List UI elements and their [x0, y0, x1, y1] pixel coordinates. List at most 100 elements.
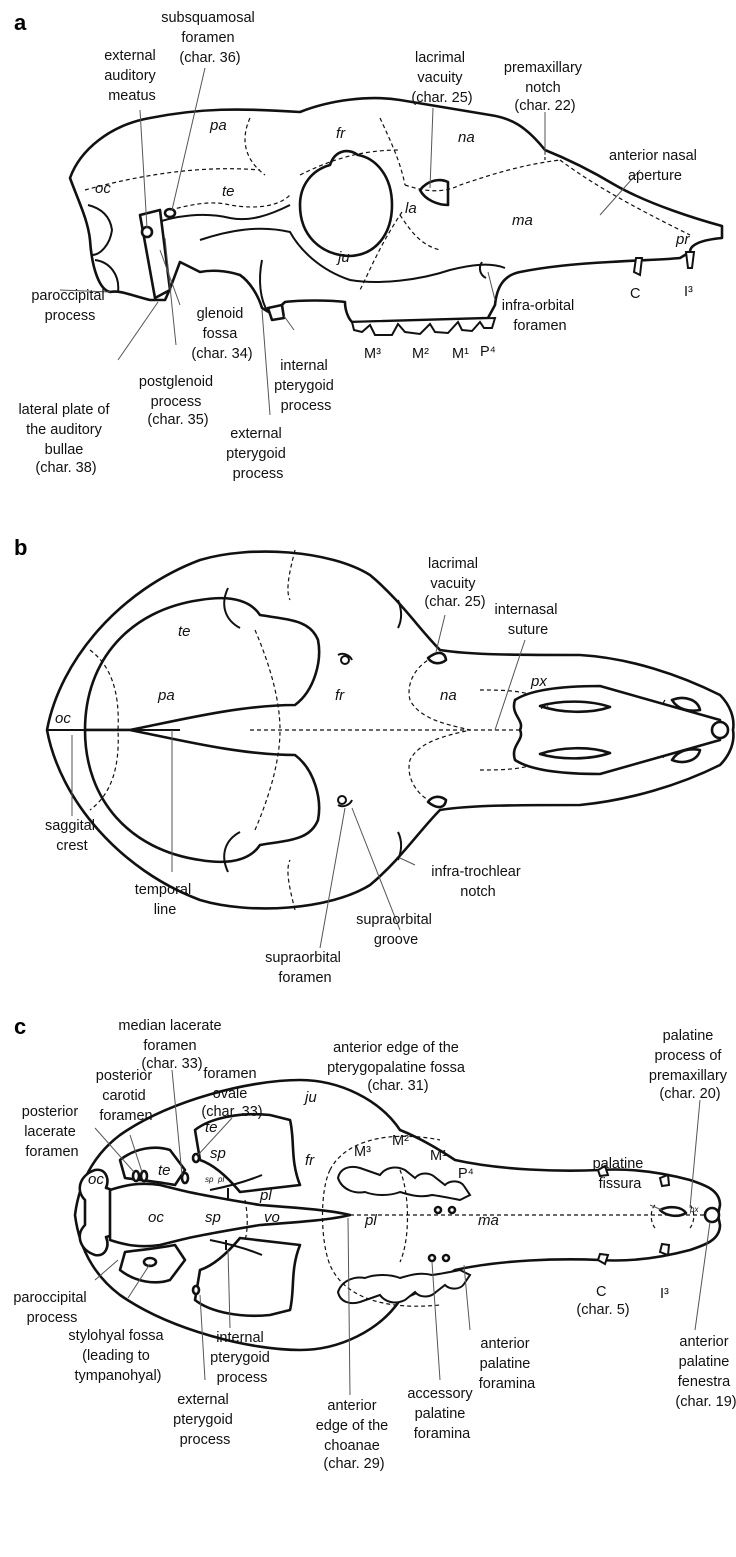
- tooth-M2-c: M²: [392, 1133, 409, 1149]
- abbr-fr-c: fr: [305, 1152, 315, 1169]
- panel-b-letter: b: [14, 535, 27, 560]
- abbr-vo-c: vo: [264, 1209, 280, 1226]
- label-temporal-line: temporal line: [135, 882, 195, 918]
- label-median-lacerate: median lacerate foramen (char. 33): [118, 1018, 225, 1072]
- abbr-te: te: [222, 183, 235, 200]
- label-internal-pterygoid-a: internal pterygoid process: [274, 358, 338, 414]
- molar-row: [352, 318, 495, 335]
- label-accessory-palatine: accessory palatine foramina: [407, 1386, 476, 1442]
- label-premaxillary-notch: premaxillary notch (char. 22): [504, 60, 586, 114]
- label-posterior-carotid: posterior carotid foramen: [96, 1068, 156, 1124]
- label-anterior-pterygopalatine: anterior edge of the pterygopalatine fos…: [327, 1040, 469, 1094]
- label-paroccipital-c: paroccipital process: [13, 1290, 90, 1326]
- abbr-na: na: [458, 129, 475, 146]
- tooth-C-c: C: [596, 1284, 606, 1300]
- abbr-ju: ju: [336, 249, 350, 266]
- abbr-sp-c1: sp: [210, 1145, 226, 1162]
- panel-a-letter: a: [14, 10, 27, 35]
- panel-c-letter: c: [14, 1014, 26, 1039]
- abbr-oc-b: oc: [55, 710, 71, 727]
- label-lacrimal-vacuity-a: lacrimal vacuity (char. 25): [411, 50, 472, 106]
- abbr-vo-b: vo: [540, 702, 549, 711]
- label-anterior-choanae: anterior edge of the choanae (char. 29): [316, 1398, 393, 1472]
- abbr-oc-c2: oc: [148, 1209, 164, 1226]
- label-posterior-lacerate: posterior lacerate foramen: [22, 1104, 82, 1160]
- tooth-I3-a: I³: [684, 284, 693, 300]
- foramen-ovale-bottom: [193, 1286, 199, 1294]
- label-internal-pterygoid-c: internal pterygoid process: [210, 1330, 274, 1386]
- abbr-pl-c2: pl: [364, 1212, 377, 1229]
- tooth-M3-a: M³: [364, 346, 381, 362]
- palatine-foramen-2: [449, 1207, 455, 1213]
- posterior-lacerate-foramen-shape: [133, 1171, 139, 1181]
- abbr-sp-c2: sp: [205, 1209, 221, 1226]
- abbr-la: la: [405, 200, 417, 217]
- abbr-ma: ma: [512, 212, 533, 229]
- label-glenoid-fossa: glenoid fossa (char. 34): [191, 306, 252, 362]
- abbr-sp-small: sp: [205, 1175, 214, 1184]
- label-anterior-palatine-foramina: anterior palatine foramina: [479, 1336, 536, 1392]
- tooth-M1-a: M¹: [452, 346, 469, 362]
- canine-a: [634, 258, 642, 275]
- label-external-pterygoid-c: external pterygoid process: [173, 1392, 237, 1448]
- abbr-ma-c: ma: [478, 1212, 499, 1229]
- tooth-M1-c: M¹: [430, 1148, 447, 1164]
- canine-bottom-c: [598, 1254, 608, 1264]
- abbr-pr: pr: [675, 231, 690, 248]
- label-external-pterygoid-a: external pterygoid process: [226, 426, 290, 482]
- abbr-ju-c: ju: [303, 1089, 317, 1106]
- abbr-te-c1: te: [205, 1119, 218, 1136]
- palatine-foramen-4: [443, 1255, 449, 1261]
- foramen-ovale-shape: [193, 1154, 199, 1162]
- subsquamosal-foramen-shape: [165, 209, 175, 217]
- label-subsquamosal: subsquamosal foramen (char. 36): [161, 10, 259, 66]
- abbr-pa-b: pa: [157, 687, 175, 704]
- premax-tip-b: [712, 722, 728, 738]
- premax-tip-c: [705, 1208, 719, 1222]
- tooth-I3-c: I³: [660, 1286, 669, 1302]
- abbr-te-c2: te: [158, 1162, 171, 1179]
- label-lacrimal-vacuity-b: lacrimal vacuity (char. 25): [424, 556, 485, 610]
- label-anterior-nasal-aperture: anterior nasal aperture: [609, 148, 701, 184]
- abbr-oc-c1: oc: [88, 1171, 104, 1188]
- incisor-bottom-c: [660, 1244, 669, 1255]
- tooth-M3-c: M³: [354, 1144, 371, 1160]
- abbr-oc: oc: [95, 180, 111, 197]
- median-lacerate-foramen-shape: [182, 1173, 188, 1183]
- label-anterior-palatine-fenestra: anterior palatine fenestra (char. 19): [675, 1334, 736, 1410]
- label-supraorbital-groove: supraorbital groove: [356, 912, 436, 948]
- label-infratrochlear: infra-trochlear notch: [431, 864, 524, 900]
- panel-c: c te: [13, 1014, 736, 1472]
- label-saggital-crest: saggital crest: [45, 818, 99, 854]
- abbr-px-b: px: [530, 673, 547, 690]
- pterygoid-int: [268, 305, 284, 320]
- panel-b: b te pa oc fr na px vo: [14, 535, 733, 986]
- incisor-top-c: [660, 1175, 669, 1186]
- label-infraorbital: infra-orbital foramen: [502, 298, 579, 334]
- tooth-M2-a: M²: [412, 346, 429, 362]
- label-supraorbital-foramen: supraorbital foramen: [265, 950, 345, 986]
- palatine-foramen-1: [435, 1207, 441, 1213]
- external-auditory-meatus-shape: [142, 227, 152, 237]
- abbr-te-b: te: [178, 623, 191, 640]
- tooth-P4-a: P⁴: [480, 344, 496, 360]
- abbr-fr: fr: [336, 125, 346, 142]
- label-postglenoid: postglenoid process (char. 35): [139, 374, 217, 428]
- label-lateral-plate: lateral plate of the auditory bullae (ch…: [18, 402, 113, 476]
- label-canine-char: (char. 5): [576, 1302, 629, 1318]
- label-stylohyal-fossa: stylohyal fossa (leading to tympanohyal): [68, 1328, 167, 1384]
- abbr-pa: pa: [209, 117, 227, 134]
- posterior-carotid-foramen-shape: [141, 1171, 147, 1181]
- abbr-pl-small: pl: [217, 1175, 224, 1184]
- palatine-foramen-3: [429, 1255, 435, 1261]
- tooth-P4-c: P⁴: [458, 1166, 474, 1182]
- incisor-a: [686, 252, 694, 268]
- vomer-top: [540, 702, 610, 712]
- abbr-pl-c1: pl: [259, 1187, 272, 1204]
- label-internasal-suture: internasal suture: [495, 602, 562, 638]
- panel-a: a pa oc te fr na la ma ju pr: [14, 10, 722, 482]
- label-palatine-process: palatine process of premaxillary (char. …: [649, 1028, 731, 1102]
- tooth-C-a: C: [630, 286, 640, 302]
- abbr-fr-b: fr: [335, 687, 345, 704]
